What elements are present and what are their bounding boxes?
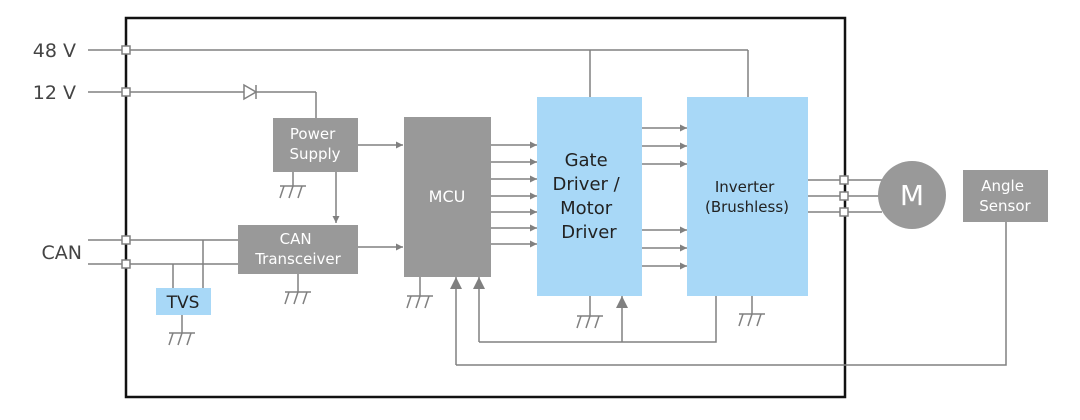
inverter-label: Inverter (Brushless) [705,178,789,216]
power-supply-block [273,118,358,172]
ground-icon [576,315,603,329]
label-can: CAN [42,242,82,264]
ground-icon [168,332,195,346]
mcu-block [404,117,491,277]
angle-sensor-label: Angle Sensor [979,177,1031,215]
ground-icon [279,185,306,199]
label-12v: 12 V [33,82,76,104]
label-48v: 48 V [33,40,76,62]
tvs-block [156,288,211,315]
can-transceiver-block [238,225,358,274]
tvs-label: TVS [166,293,200,313]
ground-icon [284,291,311,305]
ground-icon [738,313,765,327]
gate-driver-block [537,97,642,296]
can-transceiver-label: CAN Transceiver [254,230,341,268]
angle-sensor-block [963,170,1048,222]
ground-icon [406,295,433,309]
connection-lines [88,49,1007,366]
power-supply-label: Power Supply [289,125,340,163]
motor-label: M [900,179,924,212]
inverter-block [687,97,808,296]
mcu-label: MCU [429,187,466,206]
gate-driver-label: Gate Driver / Motor Driver [553,150,626,243]
signal-arrows [332,124,687,365]
motor-icon [878,161,946,229]
diode-icon [243,83,258,101]
connector-pins [121,45,849,269]
